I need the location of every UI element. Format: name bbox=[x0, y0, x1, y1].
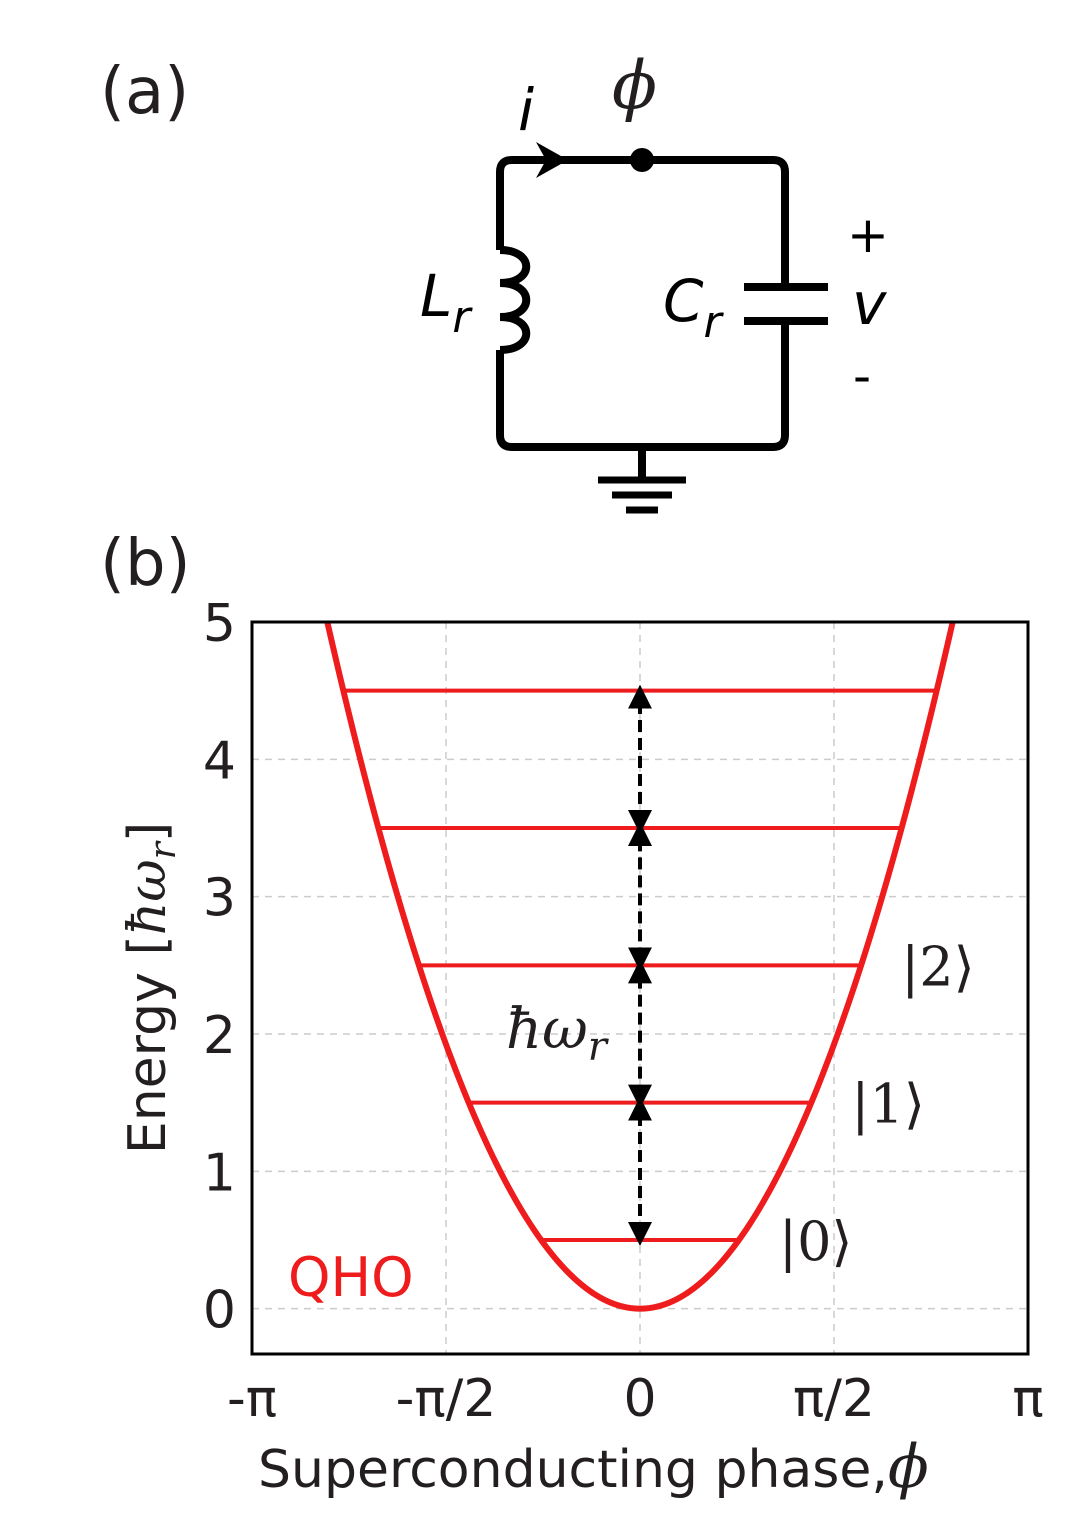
state-label: |1⟩ bbox=[851, 1073, 925, 1136]
capacitor-subscript: r bbox=[704, 297, 725, 348]
plot-frame bbox=[250, 620, 1030, 1356]
y-tick-label: 1 bbox=[203, 1143, 236, 1203]
current-arrow-icon bbox=[536, 142, 568, 178]
y-tick-label: 0 bbox=[203, 1281, 236, 1341]
voltage-minus-label: - bbox=[853, 347, 871, 405]
current-label: i bbox=[518, 76, 534, 144]
spacing-label: ħωr bbox=[506, 997, 610, 1070]
inductor-subscript: r bbox=[452, 292, 473, 343]
x-axis-label: Superconducting phase,ϕ bbox=[258, 1432, 929, 1502]
state-label: |2⟩ bbox=[901, 935, 975, 998]
capacitor-label: Cr bbox=[663, 267, 725, 348]
y-tick-label: 3 bbox=[203, 869, 236, 929]
potential-curve bbox=[324, 621, 956, 1312]
voltage-plus-label: + bbox=[847, 206, 889, 264]
x-axis-symbol: ϕ bbox=[888, 1432, 929, 1502]
node-dot bbox=[630, 148, 654, 172]
state-label: |0⟩ bbox=[779, 1210, 853, 1273]
x-tick-label: -π/2 bbox=[396, 1369, 497, 1429]
voltage-label: v bbox=[852, 270, 888, 338]
inductor-label: Lr bbox=[420, 262, 473, 343]
x-tick-label: π/2 bbox=[793, 1369, 875, 1429]
x-tick-label: 0 bbox=[623, 1369, 656, 1429]
circuit-wire bbox=[496, 156, 789, 451]
node-phase-label: ϕ bbox=[612, 47, 657, 124]
circuit-panel: (a) i ϕ Lr Cr + v - bbox=[100, 47, 889, 514]
x-tick-labels: -π -π/2 0 π/2 π bbox=[227, 1369, 1044, 1429]
x-tick-label: -π bbox=[227, 1369, 277, 1429]
y-axis-label: Energy [ħωr] bbox=[118, 822, 184, 1154]
x-tick-label: π bbox=[1012, 1369, 1043, 1429]
series-label: QHO bbox=[288, 1246, 414, 1309]
y-tick-label: 2 bbox=[203, 1006, 236, 1066]
y-tick-labels: 0 1 2 3 4 5 bbox=[203, 594, 236, 1341]
panel-b-label: (b) bbox=[100, 527, 191, 601]
panel-a-label: (a) bbox=[100, 55, 189, 129]
y-tick-label: 4 bbox=[203, 731, 236, 791]
inductor-coil bbox=[499, 246, 531, 354]
y-tick-label: 5 bbox=[203, 594, 236, 654]
